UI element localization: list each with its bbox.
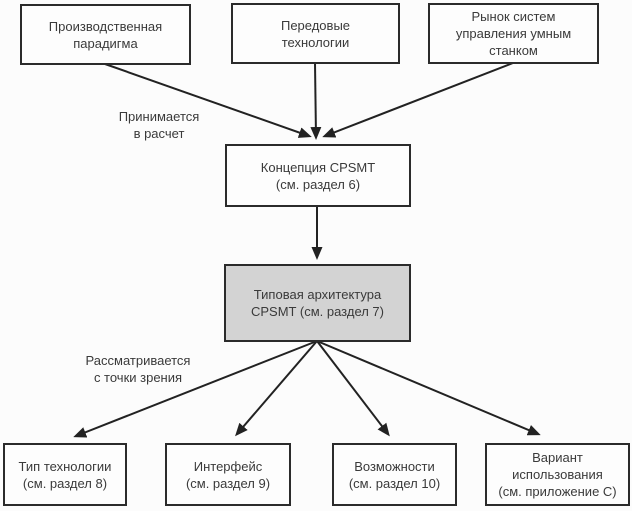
arrow-advanced-technologies-to-concept xyxy=(310,62,322,140)
arrow-architecture-to-capabilities xyxy=(316,340,390,437)
edge-label-considered-from-viewpoint: Рассматривается с точки зрения xyxy=(85,353,191,385)
node-production-paradigm-label: Производственная парадигма xyxy=(48,18,163,51)
node-production-paradigm: Производственная парадигма xyxy=(20,4,191,65)
edge-label-taken-into-account: Принимается в расчет xyxy=(118,109,200,141)
node-capabilities: Возможности (см. раздел 10) xyxy=(332,443,457,506)
node-cpsmt-concept-label: Концепция CPSMT (см. раздел 6) xyxy=(260,159,376,192)
node-use-case-label: Вариант использования (см. приложение C) xyxy=(498,450,617,499)
node-smart-machine-market-label: Рынок систем управления умным станком xyxy=(455,9,572,58)
arrow-smart-machine-market-to-concept xyxy=(322,62,514,138)
node-interface: Интерфейс (см. раздел 9) xyxy=(165,443,291,506)
arrow-architecture-to-use-case xyxy=(316,340,541,436)
node-smart-machine-market: Рынок систем управления умным станком xyxy=(428,3,599,64)
node-advanced-technologies: Передовые технологии xyxy=(231,3,400,64)
arrow-architecture-to-technology-type xyxy=(73,340,318,438)
arrow-architecture-to-interface xyxy=(235,340,318,437)
node-cpsmt-concept: Концепция CPSMT (см. раздел 6) xyxy=(225,144,411,207)
node-advanced-technologies-label: Передовые технологии xyxy=(280,17,351,50)
node-technology-type-label: Тип технологии (см. раздел 8) xyxy=(18,458,112,491)
node-interface-label: Интерфейс (см. раздел 9) xyxy=(185,458,271,491)
arrow-production-paradigm-to-concept xyxy=(104,63,312,138)
node-use-case: Вариант использования (см. приложение C) xyxy=(485,443,630,506)
node-cpsmt-architecture: Типовая архитектура CPSMT (см. раздел 7) xyxy=(224,264,411,342)
node-technology-type: Тип технологии (см. раздел 8) xyxy=(3,443,127,506)
node-cpsmt-architecture-label: Типовая архитектура CPSMT (см. раздел 7) xyxy=(251,287,384,319)
node-capabilities-label: Возможности (см. раздел 10) xyxy=(348,458,441,491)
